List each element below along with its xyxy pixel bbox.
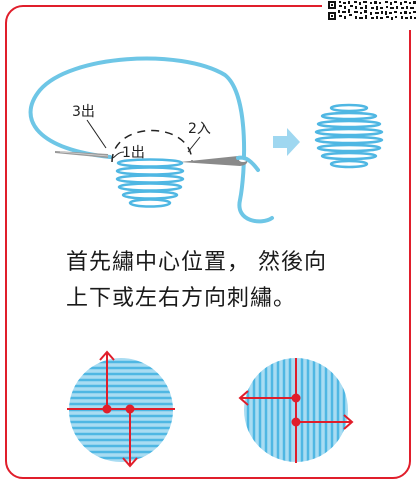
qr-code-area	[322, 0, 418, 30]
instruction-line-1: 首先繡中心位置， 然後向	[66, 250, 327, 275]
instruction-line-2: 上下或左右方向刺繡。	[66, 286, 297, 311]
horizontal-fill-diagram	[67, 350, 175, 468]
step-2-label: 2入	[188, 121, 211, 137]
needle-icon	[180, 155, 260, 172]
dashed-guide-arc	[111, 129, 193, 163]
step-3-label: 3出	[72, 104, 95, 120]
qr-code-icon	[326, 0, 418, 22]
vertical-fill-diagram	[238, 358, 354, 463]
step-1-label: 1出	[122, 145, 145, 161]
satin-stitch-block	[115, 158, 185, 208]
finished-satin-stitch	[314, 103, 384, 169]
thread-loop	[28, 56, 274, 224]
instruction-text: 首先繡中心位置， 然後向 上下或左右方向刺繡。	[66, 245, 386, 317]
arrow-right-icon	[273, 128, 300, 156]
